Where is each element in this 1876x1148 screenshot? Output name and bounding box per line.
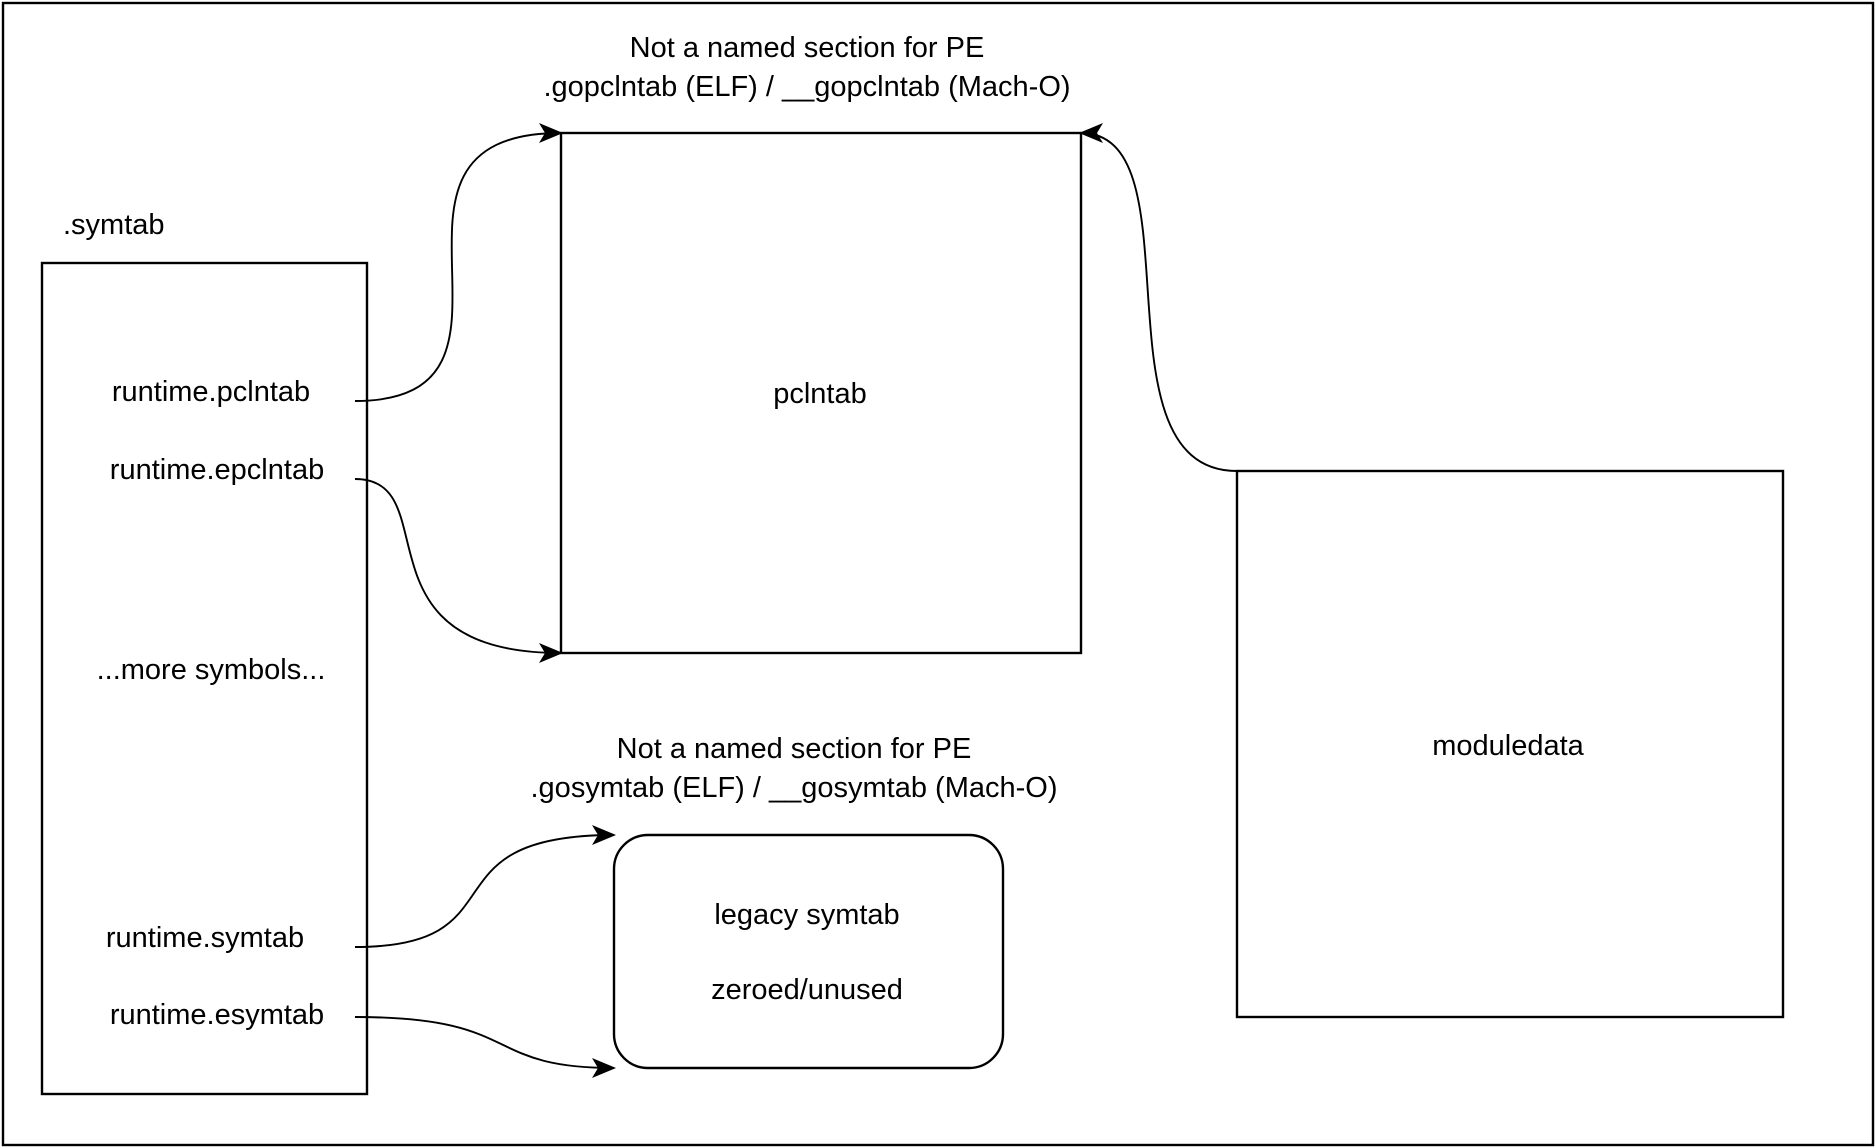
arrow-esymtab-to-legacy-end (354, 1016, 616, 1078)
symtab-entry-pclntab: runtime.pclntab (112, 376, 310, 408)
pclntab-caption-line2: .gopclntab (ELF) / __gopclntab (Mach-O) (543, 71, 1070, 103)
arrow-pclntab-to-start (354, 123, 563, 402)
pclntab-caption-line1: Not a named section for PE (630, 32, 985, 64)
legacy-caption-line1: Not a named section for PE (617, 733, 972, 765)
symtab-entry-more: ...more symbols... (97, 654, 326, 686)
legacy-label-line1: legacy symtab (714, 899, 899, 931)
pclntab-label: pclntab (773, 378, 867, 410)
symtab-entry-symtab: runtime.symtab (106, 922, 304, 954)
arrow-moduledata-to-pclntab (1079, 123, 1238, 472)
moduledata-label: moduledata (1432, 730, 1584, 762)
legacy-caption-line2: .gosymtab (ELF) / __gosymtab (Mach-O) (531, 772, 1058, 804)
legacy-label-line2: zeroed/unused (711, 974, 903, 1006)
arrow-symtab-to-legacy-start (354, 825, 616, 948)
legacy-symtab-box (612, 833, 1005, 1070)
arrow-epclntab-to-end (354, 478, 563, 663)
pclntab-box (559, 131, 1083, 655)
symtab-box (40, 261, 369, 1096)
moduledata-box (1235, 469, 1785, 1019)
symtab-title: .symtab (63, 209, 165, 241)
symtab-entry-epclntab: runtime.epclntab (110, 454, 324, 486)
symtab-entry-esymtab: runtime.esymtab (110, 999, 324, 1031)
